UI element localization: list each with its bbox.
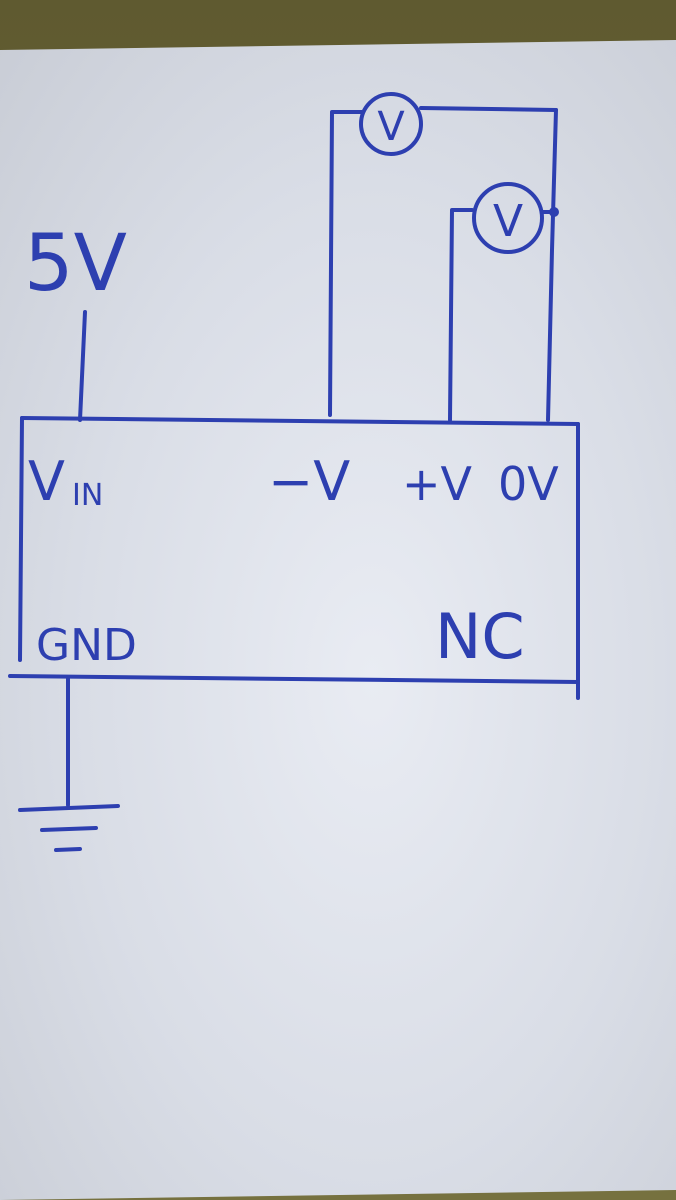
voltmeter-2-symbol <box>472 182 544 254</box>
wire-positive-v-to-meter-2 <box>448 208 474 422</box>
paper-sheet <box>0 40 676 1200</box>
pin-label-vin-subscript: IN <box>72 478 103 513</box>
voltmeter-1-label: V <box>377 104 405 150</box>
ground-symbol-line-1 <box>18 804 120 812</box>
module-box-left-edge <box>18 416 24 662</box>
pin-label-nc: NC <box>435 600 525 673</box>
wire-negative-v-to-meter-1 <box>328 110 364 417</box>
rail-junction-dot <box>549 207 559 217</box>
ground-symbol-line-3 <box>54 847 82 852</box>
supply-wire <box>78 310 87 422</box>
voltmeter-2-label: V <box>493 196 523 247</box>
pin-label-zero-v: 0V <box>498 457 559 511</box>
pin-label-vin: V <box>28 450 65 513</box>
pin-label-positive-v: +V <box>402 457 473 511</box>
module-box-top-edge <box>20 416 580 426</box>
wire-meter-1-to-rail <box>419 106 558 112</box>
ground-symbol-line-2 <box>40 826 98 832</box>
pin-label-gnd: GND <box>36 620 137 671</box>
wire-rail-to-zero-v <box>546 108 558 422</box>
voltmeter-1-symbol <box>359 92 423 156</box>
supply-label: 5V <box>24 219 127 309</box>
pin-label-negative-v: −V <box>268 450 350 513</box>
module-box-bottom-edge <box>8 674 580 684</box>
